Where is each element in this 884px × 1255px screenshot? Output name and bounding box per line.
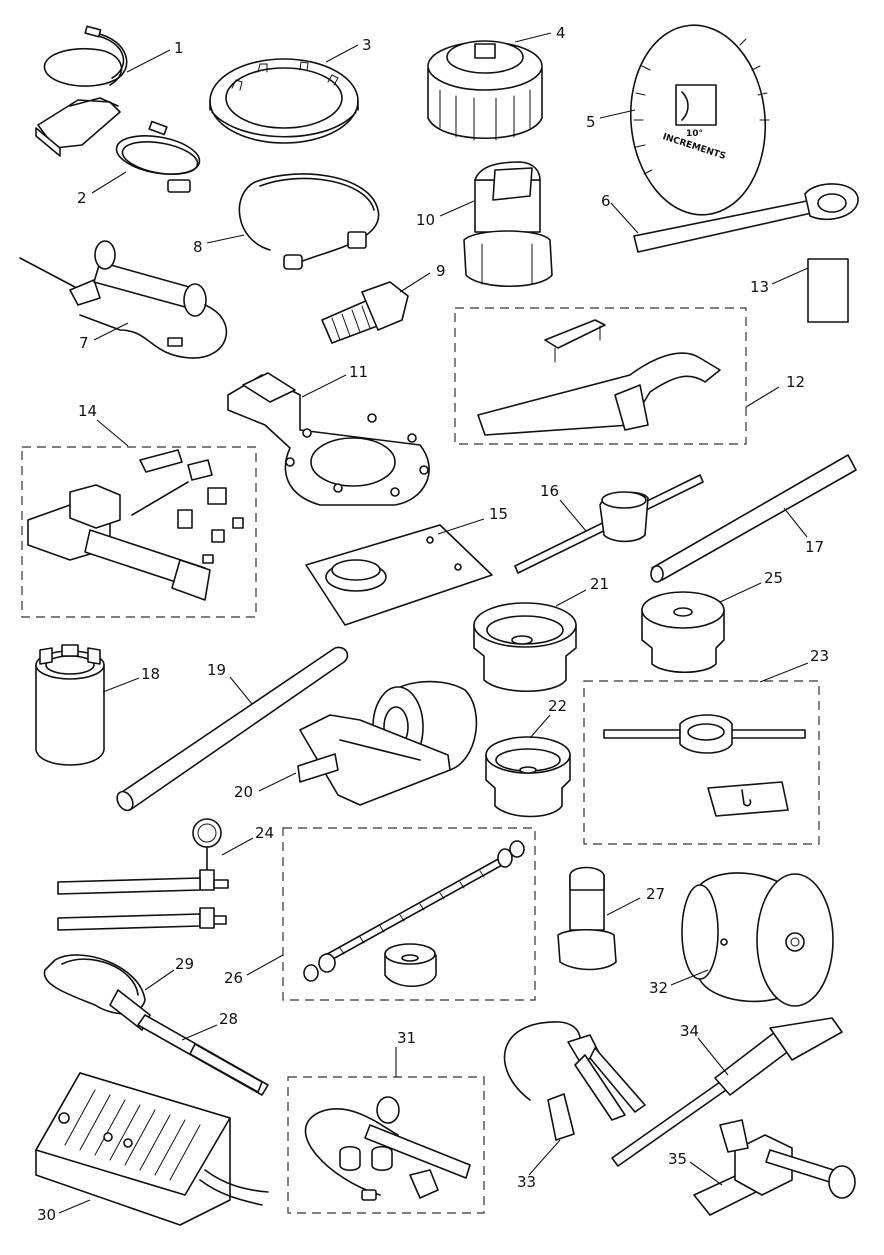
tool-13-shim (807, 258, 849, 323)
tool-34-long-tool (611, 1017, 843, 1167)
callout-5: 5 (586, 113, 596, 131)
callout-28: 28 (219, 1010, 238, 1028)
callout-10: 10 (416, 211, 435, 229)
callout-13: 13 (750, 278, 769, 296)
kit-box-14 (21, 446, 257, 618)
kit-box-12 (454, 307, 747, 445)
tool-18-slotted-socket (35, 644, 105, 766)
tool-6-pin-spanner (633, 183, 859, 253)
tool-24-pressure-gauge (57, 818, 229, 931)
tool-7-syringe-pump (19, 240, 228, 359)
tool-29-strap-wrench (43, 954, 151, 1031)
tool-9-bolt (321, 281, 409, 344)
callout-34: 34 (680, 1022, 699, 1040)
tool-27-socket (557, 866, 617, 971)
callout-labels: 1 2 3 4 5 6 7 8 9 10 11 12 13 14 15 16 1… (37, 24, 829, 1224)
tool-19-drift (116, 646, 349, 812)
tool-23-die-holder (603, 714, 806, 817)
tool-4-filter-socket (427, 40, 543, 141)
callout-8: 8 (193, 238, 203, 256)
tool-12-c-spanner (477, 319, 721, 436)
tool-33-crimp-pliers (503, 1021, 646, 1141)
tool-3-ring-spanner (209, 58, 359, 144)
tool-22-cup (485, 736, 571, 818)
callout-6: 6 (601, 192, 611, 210)
leader-lines (58, 32, 809, 1214)
tool-26-puller-kit (303, 840, 525, 987)
tool-25-bush (641, 591, 725, 673)
callout-31: 31 (397, 1029, 416, 1047)
callout-15: 15 (489, 505, 508, 523)
callout-32: 32 (649, 979, 668, 997)
kit-box-31 (287, 1076, 485, 1214)
callout-1: 1 (174, 39, 184, 57)
tool-8-harness (238, 173, 380, 270)
tool-35-press-tool (693, 1119, 856, 1216)
tool-20-puller (297, 680, 478, 806)
callout-30: 30 (37, 1206, 56, 1224)
callout-12: 12 (786, 373, 805, 391)
tool-5-degree-dial: 10° INCREMENTS (629, 24, 770, 216)
callout-33: 33 (517, 1173, 536, 1191)
tool-30-battery-charger (35, 1072, 269, 1226)
callout-2: 2 (77, 189, 87, 207)
tool-21-cup (473, 602, 577, 693)
tool-11-flange-holder (227, 372, 430, 506)
callout-20: 20 (234, 783, 253, 801)
callout-9: 9 (436, 262, 446, 280)
callout-4: 4 (556, 24, 566, 42)
callout-21: 21 (590, 575, 609, 593)
dial-degree-label: 10° (686, 129, 703, 139)
callout-11: 11 (349, 363, 368, 381)
tool-14-kit (27, 449, 244, 601)
callout-35: 35 (668, 1150, 687, 1168)
callout-14: 14 (78, 402, 97, 420)
callout-3: 3 (362, 36, 372, 54)
kit-box-23 (583, 680, 820, 845)
tool-2-cable (115, 120, 201, 193)
kit-box-26 (282, 827, 536, 1001)
callout-22: 22 (548, 697, 567, 715)
callout-27: 27 (646, 885, 665, 903)
callout-25: 25 (764, 569, 783, 587)
callout-16: 16 (540, 482, 559, 500)
callout-7: 7 (79, 334, 89, 352)
tool-28-handle (137, 1014, 269, 1096)
callout-19: 19 (207, 661, 226, 679)
callout-29: 29 (175, 955, 194, 973)
tool-10-socket (463, 161, 553, 288)
tool-1-diagnostic-interface (35, 25, 128, 157)
tool-16-t-holder (514, 474, 704, 574)
callout-23: 23 (810, 647, 829, 665)
callout-24: 24 (255, 824, 274, 842)
callout-26: 26 (224, 969, 243, 987)
tool-32-drum (681, 872, 834, 1007)
callout-18: 18 (141, 665, 160, 683)
tool-31-kit (304, 1096, 471, 1201)
tool-15-plate (305, 524, 493, 626)
callout-17: 17 (805, 538, 824, 556)
tool-17-bar (650, 454, 857, 583)
